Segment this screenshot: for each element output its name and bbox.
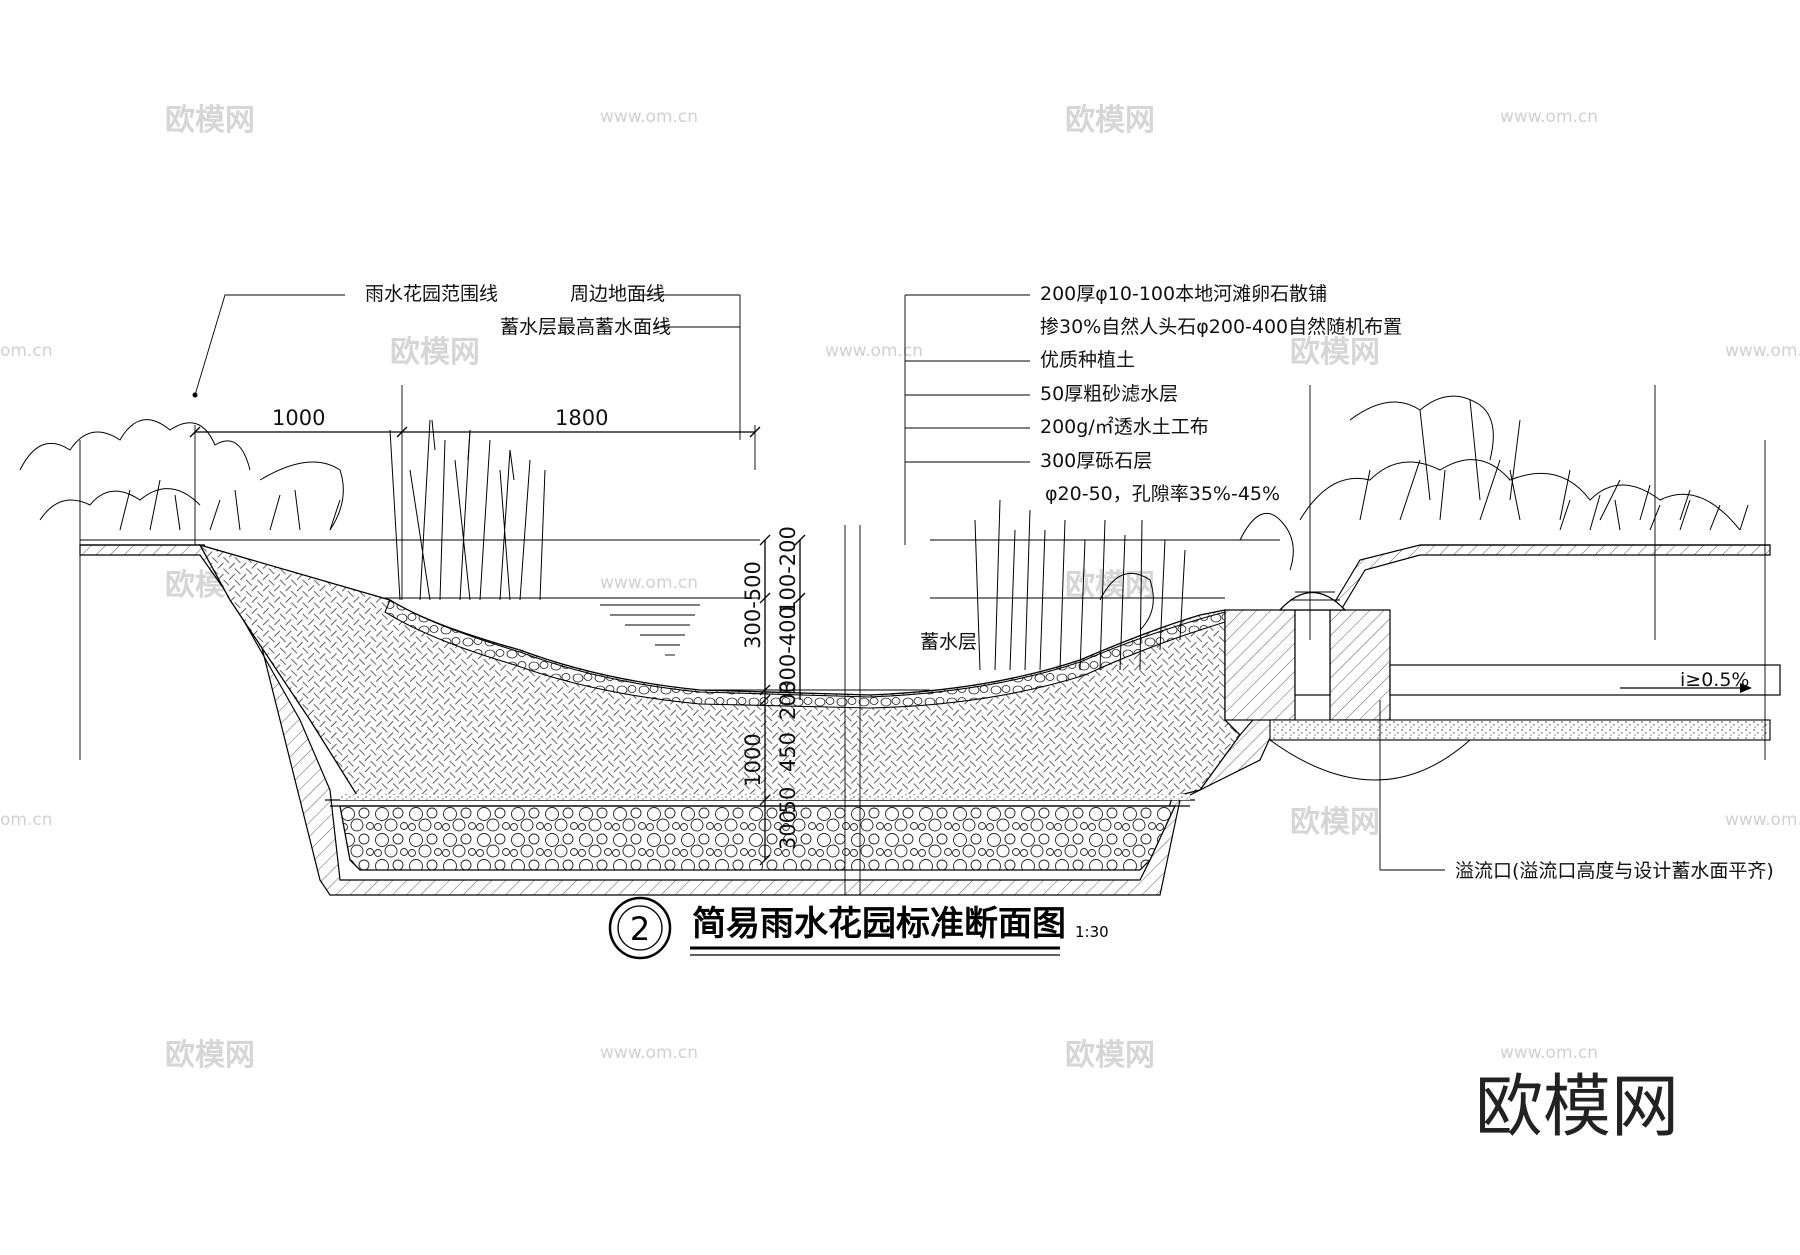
label-ground-line: 周边地面线 (570, 283, 665, 305)
planting-soil-layer (198, 543, 1241, 801)
dim-300-500: 300-500 (741, 561, 765, 649)
dim-1000: 1000 (741, 733, 765, 786)
soil-surround (79, 544, 1771, 896)
label-pebble: 200厚φ10-100本地河滩卵石散铺 (1040, 283, 1327, 305)
reeds-left (389, 419, 546, 601)
overflow-structure: i≥0.5% (1224, 591, 1781, 781)
label-gravel-spec: φ20-50，孔隙率35%-45% (1045, 483, 1280, 505)
shrubs-right (1299, 395, 1741, 531)
watermark-url: www.om.cn (600, 1043, 698, 1063)
storage-layer-label: 蓄水层 (920, 631, 977, 653)
watermark-url: om.cn (0, 341, 53, 361)
watermark-brand: 欧模网 (1290, 335, 1380, 370)
watermark-brand: 欧模网 (165, 103, 255, 138)
watermark-url: www.om.cn (1500, 107, 1598, 127)
right-leaders: 200厚φ10-100本地河滩卵石散铺 掺30%自然人头石φ200-400自然随… (904, 283, 1402, 545)
slope-label: i≥0.5% (1680, 669, 1749, 691)
overflow-leader: 溢流口(溢流口高度与设计蓄水面平齐) (1379, 700, 1774, 882)
watermark-brand: 欧模网 (165, 1038, 255, 1073)
dim-450: 450 (776, 732, 800, 772)
overflow-grate-icon (1278, 591, 1347, 611)
dim-300-400: 300-400 (776, 606, 800, 694)
dim-200: 200 (776, 680, 800, 720)
dim-100-200: 100-200 (776, 526, 800, 614)
dim-width-center: 1800 (555, 406, 608, 430)
dim-300: 300 (776, 810, 800, 850)
section-number: 2 (630, 910, 650, 948)
gravel-layer (325, 794, 1195, 871)
watermark-url: www.om.cn (600, 107, 698, 127)
watermark-url: www.om.cn (825, 341, 923, 361)
watermark-logo: 欧模网 (1475, 1068, 1679, 1147)
left-leaders: 雨水花园范围线 周边地面线 蓄水层最高蓄水面线 (192, 283, 741, 440)
label-overflow: 溢流口(溢流口高度与设计蓄水面平齐) (1455, 860, 1774, 882)
dim-width-left: 1000 (272, 406, 325, 430)
vegetation (19, 395, 1749, 671)
title-block: 2 简易雨水花园标准断面图 1:30 (608, 896, 1109, 960)
label-boulder: 掺30%自然人头石φ200-400自然随机布置 (1040, 316, 1402, 338)
label-sand-filter: 50厚粗砂滤水层 (1040, 383, 1178, 405)
reeds-right (974, 499, 1294, 671)
watermark-url: www.om.cn (1500, 1043, 1598, 1063)
watermark-brand: 欧模网 (1065, 103, 1155, 138)
watermark-url: www.om.cn (1725, 341, 1800, 361)
dimension-lines: 1000 1800 100-200 300-500 300-400 200 45… (189, 385, 977, 895)
dim-50: 50 (776, 787, 800, 814)
watermark-url: www.om.cn (1725, 810, 1800, 830)
label-max-water-line: 蓄水层最高蓄水面线 (500, 316, 671, 338)
watermark-url: om.cn (0, 810, 53, 830)
watermark-brand: 欧模网 (1065, 1038, 1155, 1073)
label-planting-soil: 优质种植土 (1040, 349, 1135, 371)
watermark-url: www.om.cn (600, 573, 698, 593)
scale-label: 1:30 (1075, 923, 1109, 941)
watermark-brand: 欧模网 (1290, 805, 1380, 840)
ground-lines (79, 385, 1766, 760)
drawing-title: 简易雨水花园标准断面图 (692, 904, 1066, 944)
watermark-brand: 欧模网 (1065, 568, 1155, 603)
label-geotextile: 200g/㎡透水土工布 (1040, 415, 1209, 438)
slope-arrow-icon (1740, 683, 1752, 693)
watermark-brand: 欧模网 (390, 335, 480, 370)
label-gravel: 300厚砾石层 (1040, 450, 1152, 472)
label-boundary-line: 雨水花园范围线 (365, 283, 498, 305)
drain-pipe (1389, 664, 1781, 696)
